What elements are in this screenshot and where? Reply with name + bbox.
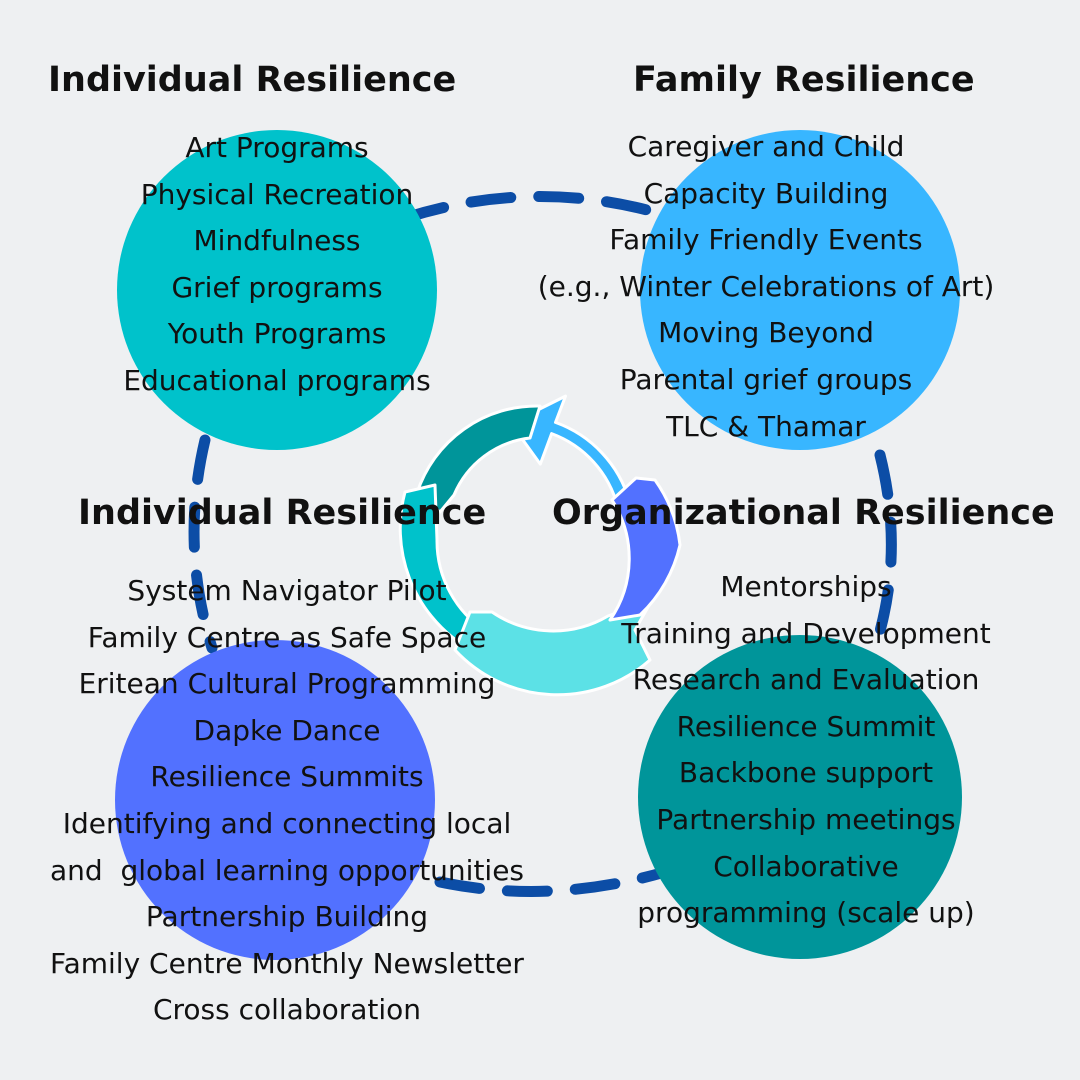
list-item: Dapke Dance (193, 713, 381, 747)
cycle-arrow-right (608, 476, 682, 622)
list-item: Capacity Building (643, 176, 889, 210)
connector-left (188, 434, 218, 654)
list-top-left: Art Programs Physical Recreation Mindful… (123, 125, 430, 405)
list-item: Family Centre as Safe Space (87, 620, 487, 654)
list-item: Research and Evaluation (632, 663, 980, 697)
list-item: Backbone support (678, 756, 934, 790)
list-item: System Navigator Pilot (127, 574, 447, 607)
list-item: (e.g., Winter Celebrations of Art) (537, 269, 995, 303)
list-bottom-right: Mentorships Training and Development Res… (621, 564, 990, 937)
list-item: Grief programs (171, 270, 383, 304)
connector-bottom (434, 866, 671, 897)
circle-bottom-left (115, 640, 435, 960)
cycle-arrow-bottom (453, 598, 654, 697)
list-item: Physical Recreation (140, 177, 414, 211)
list-item: Art Programs (185, 131, 369, 164)
list-item: Training and Development (621, 616, 991, 650)
circle-top-right (640, 130, 960, 450)
list-item: Partnership Building (145, 900, 429, 934)
list-item: Mentorships (720, 570, 892, 603)
list-item: Family Centre Monthly Newsletter (50, 946, 524, 980)
list-item: Mindfulness (193, 224, 361, 258)
list-item: Resilience Summits (150, 760, 424, 794)
list-item: Parental grief groups (619, 362, 913, 396)
list-item: Educational programs (123, 363, 431, 397)
list-item: Youth Programs (167, 317, 387, 351)
list-item: and global learning opportunities (49, 853, 525, 887)
circle-top-left (117, 130, 437, 450)
cycle-arrow-lower-left (398, 483, 489, 647)
list-bottom-left: System Navigator Pilot Family Centre as … (50, 568, 524, 1034)
title-bottom-right: Organizational Resilience (552, 493, 1055, 533)
list-item: Resilience Summit (676, 709, 936, 743)
list-item: Moving Beyond (658, 316, 874, 350)
list-item: Eritean Cultural Programming (78, 667, 496, 701)
list-item: TLC & Thamar (666, 409, 866, 443)
list-item: Identifying and connecting local (62, 806, 512, 840)
connector-right (869, 449, 897, 654)
title-top-right: Family Resilience (633, 60, 975, 100)
list-item: Caregiver and Child (627, 130, 905, 163)
list-item: programming (scale up) (637, 896, 975, 930)
circular-cycle-arrows-icon (398, 394, 682, 697)
dashed-connectors (188, 191, 897, 897)
list-item: Partnership meetings (656, 802, 956, 836)
title-bottom-left: Individual Resilience (78, 493, 487, 533)
circle-bottom-right (638, 635, 962, 959)
list-item: Collaborative (713, 849, 899, 883)
title-top-left: Individual Resilience (48, 60, 457, 100)
list-item: Family Friendly Events (609, 223, 923, 257)
list-top-right: Caregiver and Child Capacity Building Fa… (538, 124, 995, 450)
connector-top (399, 191, 681, 224)
list-item: Cross collaboration (152, 993, 422, 1027)
